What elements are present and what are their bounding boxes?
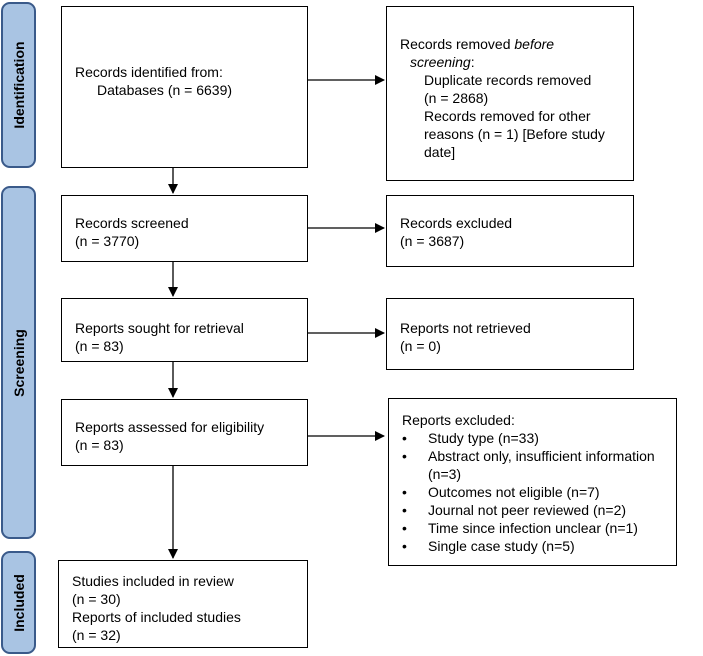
- stage-included: Included: [1, 551, 36, 654]
- exclusion-reason: Abstract only, insufficient information(…: [402, 447, 672, 483]
- studies-included-box: Studies included in review (n = 30) Repo…: [58, 560, 308, 648]
- records-excluded-box: Records excluded (n = 3687): [386, 195, 634, 267]
- records-removed-heading: Records removed before: [400, 36, 555, 52]
- reports-assessed-count: (n = 83): [75, 437, 124, 453]
- records-screened-count: (n = 3770): [75, 233, 140, 249]
- other-reasons-count: reasons (n = 1) [Before study: [424, 126, 605, 142]
- records-removed-box: Records removed before screening: Duplic…: [386, 6, 634, 181]
- reports-assessed-label: Reports assessed for eligibility: [75, 419, 265, 435]
- records-identified-box: Records identified from: Databases (n = …: [61, 6, 308, 168]
- exclusion-reason: Single case study (n=5): [402, 537, 672, 555]
- exclusion-reason: Study type (n=33): [402, 429, 672, 447]
- reports-not-retrieved-count: (n = 0): [400, 338, 441, 354]
- reports-excluded-list: Study type (n=33) Abstract only, insuffi…: [402, 429, 672, 555]
- records-excluded-count: (n = 3687): [400, 233, 465, 249]
- databases-count: Databases (n = 6639): [97, 82, 233, 98]
- reports-sought-count: (n = 83): [75, 338, 124, 354]
- stage-screening: Screening: [1, 186, 36, 539]
- reports-sought-label: Reports sought for retrieval: [75, 320, 244, 336]
- studies-included-label: Studies included in review: [72, 573, 234, 589]
- reports-excluded-box: Reports excluded: Study type (n=33) Abst…: [388, 398, 677, 566]
- reports-assessed-box: Reports assessed for eligibility (n = 83…: [61, 399, 308, 466]
- reports-not-retrieved-box: Reports not retrieved (n = 0): [386, 298, 634, 370]
- stage-identification: Identification: [1, 2, 36, 168]
- duplicate-records-count: (n = 2868): [424, 90, 489, 106]
- records-screened-label: Records screened: [75, 215, 189, 231]
- studies-included-count: (n = 30): [72, 591, 121, 607]
- reports-included-count: (n = 32): [72, 627, 121, 643]
- exclusion-reason: Time since infection unclear (n=1): [402, 519, 672, 537]
- records-excluded-label: Records excluded: [400, 215, 513, 231]
- other-reasons-date: date]: [424, 144, 456, 160]
- records-screened-box: Records screened (n = 3770): [61, 195, 308, 262]
- reports-not-retrieved-label: Reports not retrieved: [400, 320, 531, 336]
- reports-excluded-heading: Reports excluded:: [402, 412, 515, 428]
- reports-sought-box: Reports sought for retrieval (n = 83): [61, 298, 308, 362]
- reports-included-label: Reports of included studies: [72, 609, 241, 625]
- records-removed-heading-2: screening:: [410, 54, 475, 70]
- exclusion-reason: Outcomes not eligible (n=7): [402, 483, 672, 501]
- duplicate-records-label: Duplicate records removed: [424, 72, 592, 88]
- exclusion-reason: Journal not peer reviewed (n=2): [402, 501, 672, 519]
- records-identified-label: Records identified from:: [75, 64, 223, 80]
- other-reasons-label: Records removed for other: [424, 108, 591, 124]
